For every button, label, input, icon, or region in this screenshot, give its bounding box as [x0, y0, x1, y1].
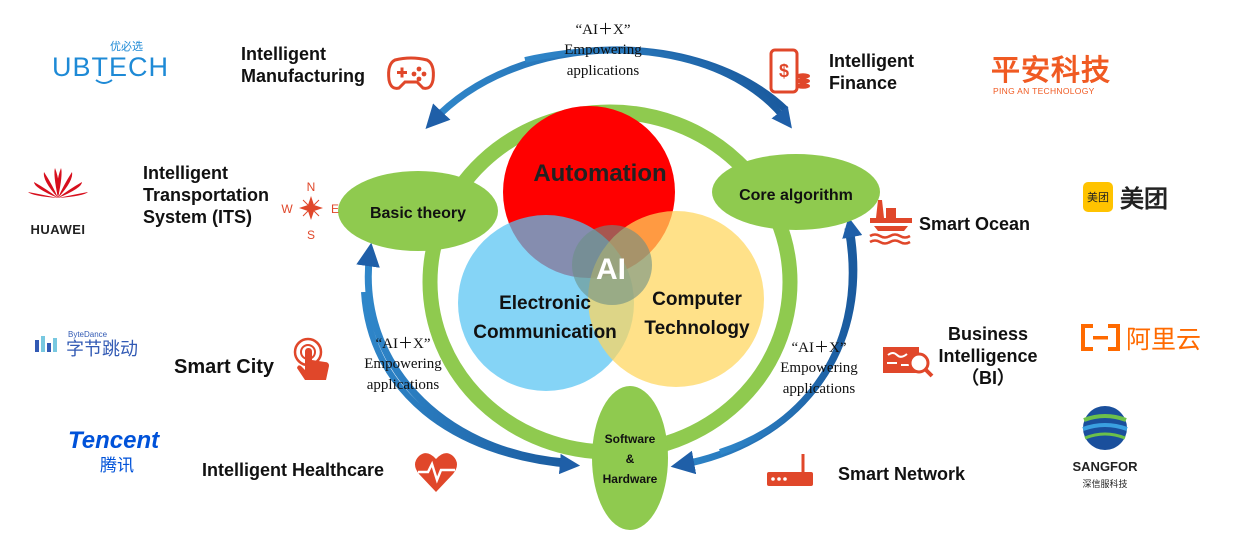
- oil-platform-icon: [869, 200, 912, 245]
- venn-label-electronic-1: Electronic: [499, 293, 591, 314]
- huawei-logo-text: HUAWEI: [31, 222, 86, 237]
- aliyun-logo-main: 阿里云: [1126, 325, 1201, 354]
- empowering-label-left: “AI＋X” Empowering applications: [364, 336, 442, 393]
- svg-text:W: W: [281, 202, 293, 216]
- venn-label-ai: AI: [596, 253, 626, 286]
- node-basic-theory-label: Basic theory: [370, 205, 466, 222]
- sangfor-logo-main: SANGFOR: [1073, 459, 1139, 474]
- touch-hand-icon: [293, 337, 329, 380]
- empowering-label-top: “AI＋X” Empowering applications: [564, 22, 642, 79]
- app-intelligent-manufacturing: Intelligent Manufacturing: [241, 44, 365, 86]
- pingan-logo-main: 平安科技: [991, 53, 1111, 87]
- svg-text:S: S: [307, 228, 315, 242]
- node-ampersand-label: &: [626, 452, 635, 466]
- bytedance-logo: ByteDance 字节跳动: [35, 330, 138, 360]
- node-core-algorithm: [712, 154, 880, 230]
- ubtech-logo: 优必选 UBTECH: [52, 40, 169, 84]
- app-intelligent-finance: Intelligent Finance: [829, 51, 914, 93]
- app-intelligent-healthcare: Intelligent Healthcare: [202, 460, 385, 480]
- meituan-logo: 美团 美团: [1083, 182, 1168, 213]
- compass-icon: N S W E: [281, 180, 339, 242]
- aliyun-logo: 阿里云: [1081, 324, 1201, 354]
- svg-text:$: $: [779, 61, 789, 81]
- gamepad-icon: [387, 56, 435, 90]
- node-basic-theory: [338, 171, 498, 251]
- venn-label-computer-1: Computer: [652, 289, 742, 310]
- sangfor-logo: SANGFOR 深信服科技: [1073, 406, 1139, 490]
- app-smart-city: Smart City: [174, 356, 275, 378]
- ubtech-logo-sub: 优必选: [110, 40, 143, 53]
- tencent-logo-main: Tencent: [68, 427, 160, 454]
- app-smart-ocean: Smart Ocean: [919, 214, 1031, 234]
- node-core-algorithm-label: Core algorithm: [739, 187, 853, 204]
- venn-label-automation: Automation: [533, 160, 666, 187]
- pingan-logo-sub: PING AN TECHNOLOGY: [993, 86, 1095, 96]
- empower-arrow-top-right: [524, 47, 792, 129]
- node-hardware-label: Hardware: [603, 472, 658, 486]
- venn-overlap-ai: [572, 225, 652, 305]
- venn-label-computer-2: Technology: [644, 318, 750, 339]
- app-business-intelligence: Business Intelligence （BI）: [938, 324, 1038, 388]
- app-intelligent-transportation: Intelligent Transportation System (ITS): [143, 163, 270, 227]
- map-analytics-icon: [883, 347, 934, 378]
- empowering-label-right: “AI＋X” Empowering applications: [780, 340, 858, 397]
- tencent-logo: Tencent 腾讯: [68, 427, 160, 476]
- meituan-logo-main: 美团: [1120, 185, 1168, 213]
- bytedance-logo-main: 字节跳动: [66, 339, 138, 360]
- app-smart-network: Smart Network: [838, 464, 966, 484]
- mobile-payment-icon: $: [769, 48, 810, 94]
- heartbeat-icon: [415, 453, 457, 492]
- sangfor-logo-sub: 深信服科技: [1082, 478, 1127, 490]
- bytedance-logo-sub: ByteDance: [68, 330, 108, 339]
- empower-arrow-left-down: [361, 291, 581, 475]
- node-software-label: Software: [605, 432, 656, 446]
- node-software-hardware: [592, 386, 668, 530]
- huawei-logo: HUAWEI: [28, 168, 88, 237]
- pingan-logo: 平安科技 PING AN TECHNOLOGY: [991, 53, 1111, 96]
- tencent-logo-sub: 腾讯: [100, 456, 134, 476]
- meituan-logo-badge: 美团: [1087, 191, 1109, 204]
- svg-text:E: E: [331, 202, 339, 216]
- svg-text:N: N: [307, 180, 316, 194]
- empower-arrow-right-up: [719, 216, 863, 455]
- ubtech-logo-main: UBTECH: [52, 52, 169, 82]
- venn-label-electronic-2: Communication: [473, 322, 617, 343]
- router-icon: [767, 454, 813, 486]
